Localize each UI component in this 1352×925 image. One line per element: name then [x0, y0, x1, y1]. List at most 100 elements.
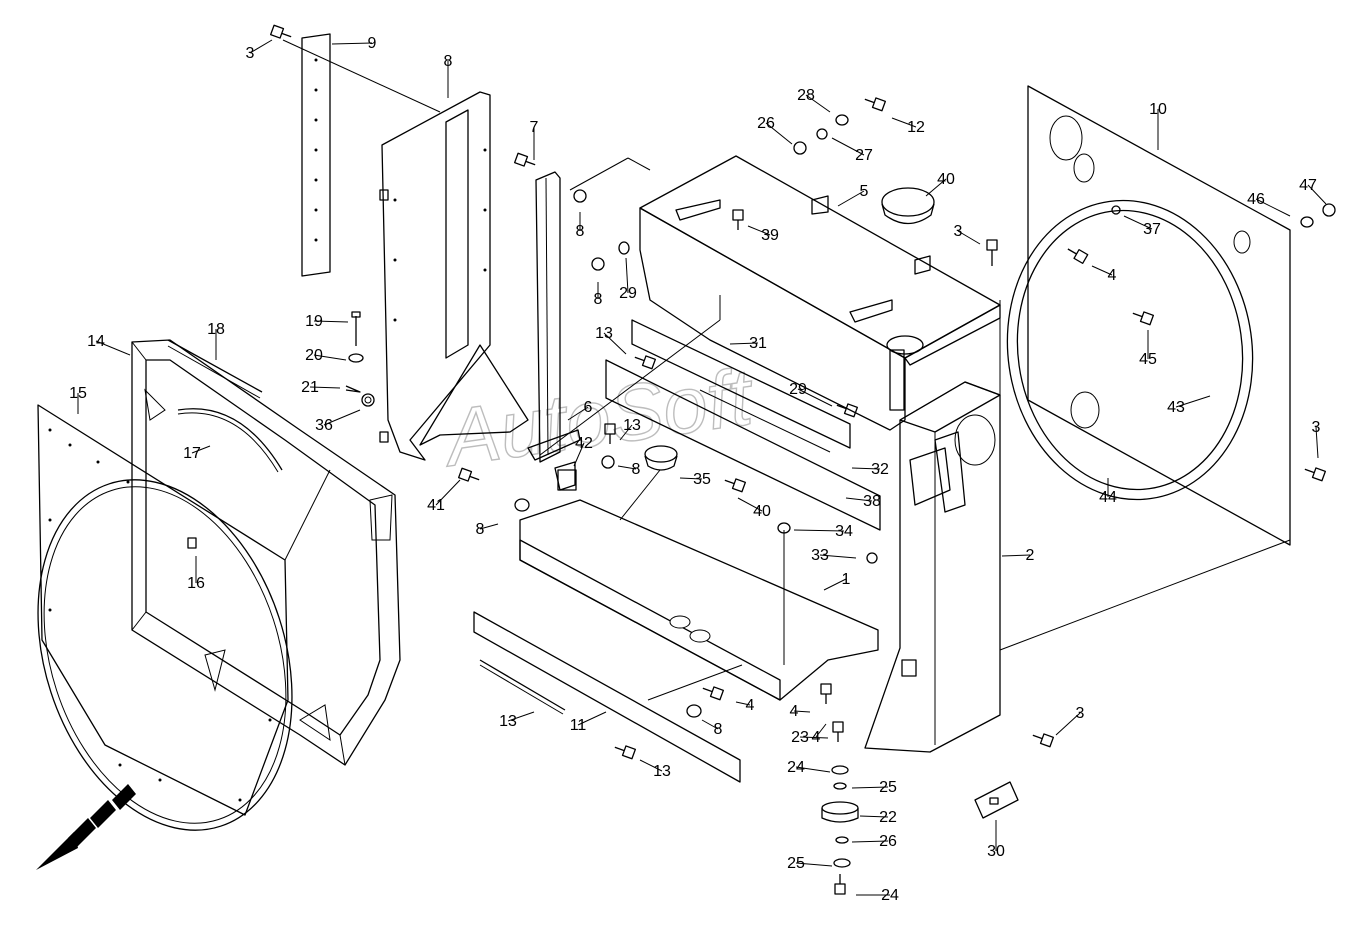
callout-leader: [1175, 395, 1211, 408]
bottom-tray: [519, 461, 879, 701]
bottom-seal: [479, 659, 566, 715]
callout-number: 26: [879, 833, 897, 850]
callout-leader: [625, 257, 629, 294]
callout-number: 5: [860, 183, 869, 200]
callout-number: 8: [594, 291, 603, 308]
callout-leader: [313, 320, 349, 323]
callout-number: 44: [1099, 489, 1117, 506]
cap-36: [644, 445, 678, 471]
callout-number: 14: [87, 333, 105, 350]
callout-leader: [619, 424, 633, 441]
callout-number: 8: [444, 53, 453, 70]
callout-number: 47: [1299, 177, 1317, 194]
cotter-22: [345, 385, 361, 393]
callout-leader: [639, 759, 663, 772]
callout-number: 28: [797, 87, 815, 104]
callout-leader: [795, 766, 831, 773]
callout-leader: [737, 497, 763, 512]
callout-leader: [1091, 265, 1113, 276]
bottom-strip: [473, 611, 741, 783]
callout-leader: [815, 723, 827, 738]
callout-number: 9: [368, 35, 377, 52]
callout-number: 21: [301, 379, 319, 396]
callout-number: 46: [1247, 191, 1265, 208]
callout-leader: [1255, 198, 1291, 217]
callout-number: 35: [693, 471, 711, 488]
callout-number: 8: [576, 223, 585, 240]
callout-number: 1: [842, 571, 851, 588]
callout-leader: [309, 386, 341, 389]
fasteners: [270, 24, 1336, 895]
callout-number: 4: [1108, 267, 1117, 284]
callout-number: 3: [1076, 705, 1085, 722]
callout-number: 25: [787, 855, 805, 872]
callout-number: 23: [791, 729, 809, 746]
callout-leader: [323, 409, 361, 426]
callout-number: 33: [811, 547, 829, 564]
washer-21: [348, 353, 364, 363]
grommet-37: [361, 393, 375, 407]
callout-number: 19: [305, 313, 323, 330]
callout-number: 29: [789, 381, 807, 398]
callout-leader: [603, 332, 627, 355]
callout-number: 31: [749, 335, 767, 352]
callout-leader: [735, 701, 751, 706]
callout-leader: [1307, 184, 1327, 205]
callout-leader: [845, 497, 873, 502]
callout-leader: [837, 190, 865, 207]
callout-number: 40: [937, 171, 955, 188]
callout-number: 45: [1139, 351, 1157, 368]
callout-number: 27: [855, 147, 873, 164]
callout-number: 39: [761, 227, 779, 244]
callout-leader: [823, 578, 847, 591]
callout-number: 13: [595, 325, 613, 342]
callout-leader: [851, 467, 881, 470]
seal-strip: [167, 339, 263, 399]
callout-number: 8: [632, 461, 641, 478]
callout-number: 2: [1026, 547, 1035, 564]
callout-leader: [573, 442, 585, 467]
callout-leader: [679, 477, 703, 480]
callout-leader: [799, 736, 829, 739]
callout-leader: [567, 406, 589, 421]
callout-leader: [1123, 215, 1153, 230]
seal-arc-inner: [177, 412, 279, 473]
callout-number: 8: [476, 521, 485, 538]
shroud-frame: [131, 339, 401, 766]
callout-number: 38: [863, 493, 881, 510]
callout-leader: [797, 388, 833, 407]
callout-number: 42: [575, 435, 593, 452]
callout-number: 6: [584, 399, 593, 416]
callout-number: 32: [871, 461, 889, 478]
seal-arc: [177, 408, 283, 471]
callout-leader: [191, 445, 211, 454]
callout-number: 34: [835, 523, 853, 540]
callout-number: 43: [1167, 399, 1185, 416]
callout-leader: [249, 39, 273, 54]
callout-number: 7: [530, 119, 539, 136]
callout-number: 36: [315, 417, 333, 434]
callout-leader: [831, 137, 865, 156]
callout-number: 12: [907, 119, 925, 136]
callout-number: 30: [987, 843, 1005, 860]
callout-number: 25: [879, 779, 897, 796]
callout-number: 17: [183, 445, 201, 462]
callout-leader: [793, 710, 811, 713]
callout-number: 13: [499, 713, 517, 730]
callout-leader: [891, 117, 917, 128]
callout-number: 18: [207, 321, 225, 338]
callout-number: 13: [623, 417, 641, 434]
callout-leader: [331, 42, 373, 45]
callout-leader: [435, 479, 461, 506]
callout-leader: [577, 711, 607, 726]
callout-number: 4: [746, 697, 755, 714]
callout-leader: [957, 230, 981, 245]
callout-number: 8: [714, 721, 723, 738]
callout-leader: [1315, 426, 1319, 459]
seal-plate: [301, 33, 331, 277]
filler-cap: [881, 187, 935, 355]
callout-number: 24: [787, 759, 805, 776]
